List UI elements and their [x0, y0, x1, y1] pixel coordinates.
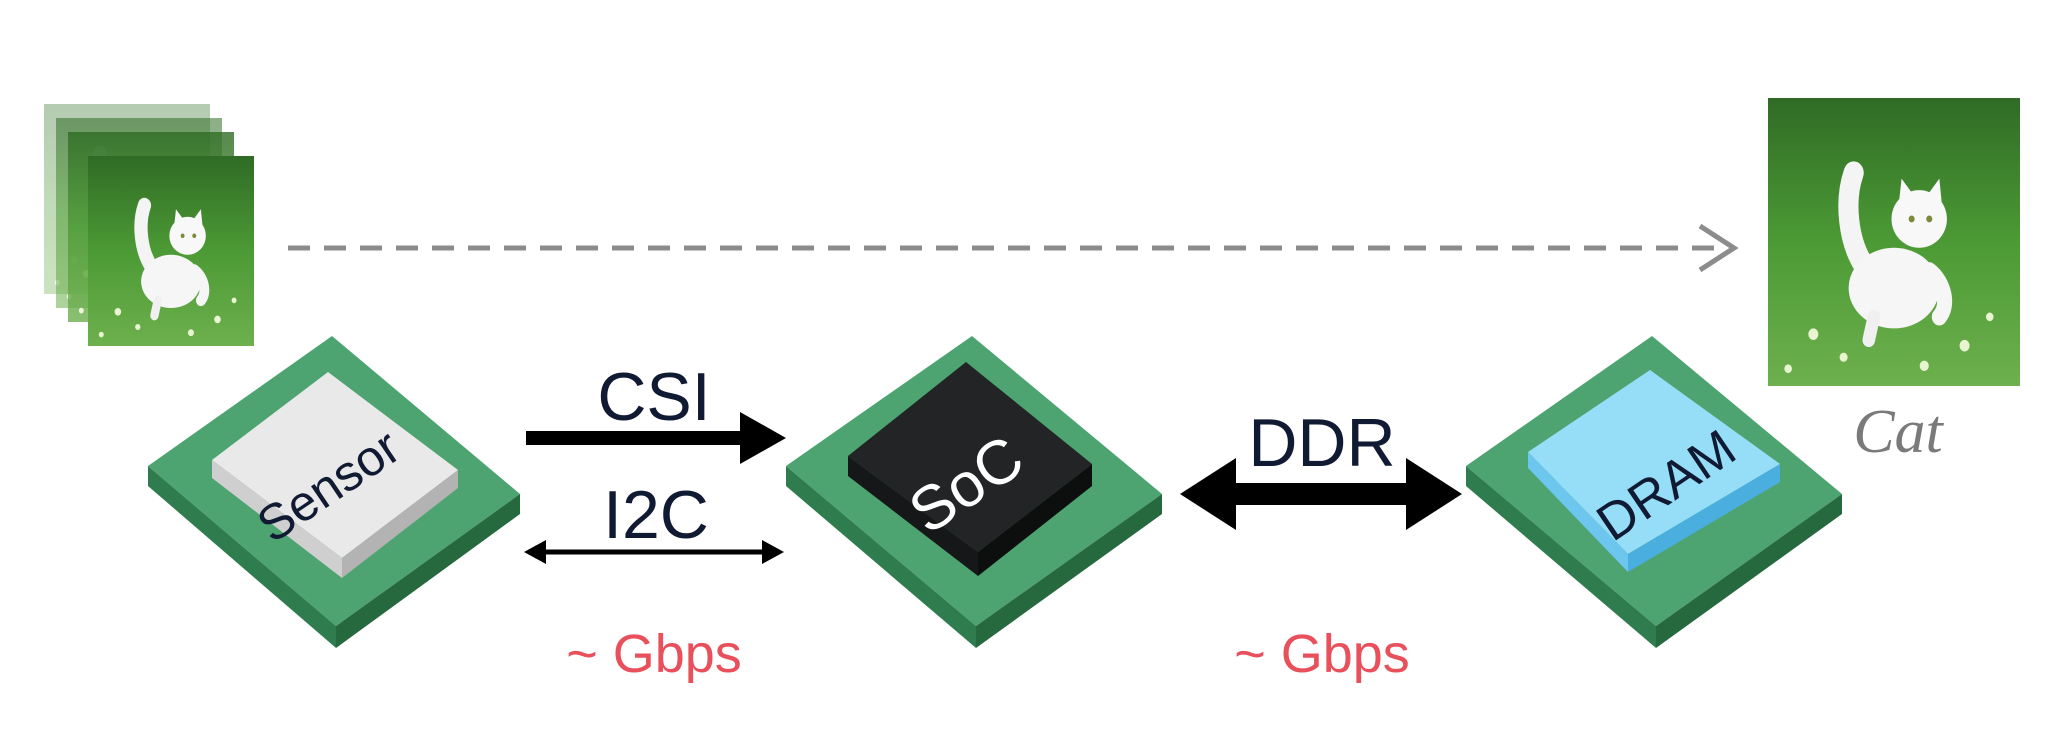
output-image	[1768, 98, 2020, 386]
soc-chip: SoC	[786, 336, 1162, 648]
ddr-label: DDR	[1248, 405, 1395, 481]
ddr-arrowhead-left	[1180, 458, 1236, 530]
i2c-arrowhead-right	[762, 540, 784, 564]
input-frame-front	[88, 156, 254, 346]
csi-arrowhead	[740, 412, 786, 464]
i2c-label: I2C	[603, 477, 709, 553]
ddr-link: DDR	[1180, 405, 1462, 530]
i2c-arrowhead-left	[524, 540, 546, 564]
soc-dram-rate: ~ Gbps	[1234, 624, 1410, 684]
i2c-link: I2C	[524, 477, 784, 564]
csi-link: CSI	[526, 359, 786, 464]
ddr-arrowhead-right	[1406, 458, 1462, 530]
csi-label: CSI	[597, 359, 710, 435]
sensor-chip: Sensor	[148, 336, 520, 648]
sensor-soc-rate: ~ Gbps	[566, 624, 742, 684]
input-frame-stack	[44, 104, 254, 346]
output-label: Cat	[1853, 398, 1944, 466]
dram-chip: DRAM	[1466, 336, 1842, 648]
dashed-flow-arrow	[288, 223, 1739, 273]
